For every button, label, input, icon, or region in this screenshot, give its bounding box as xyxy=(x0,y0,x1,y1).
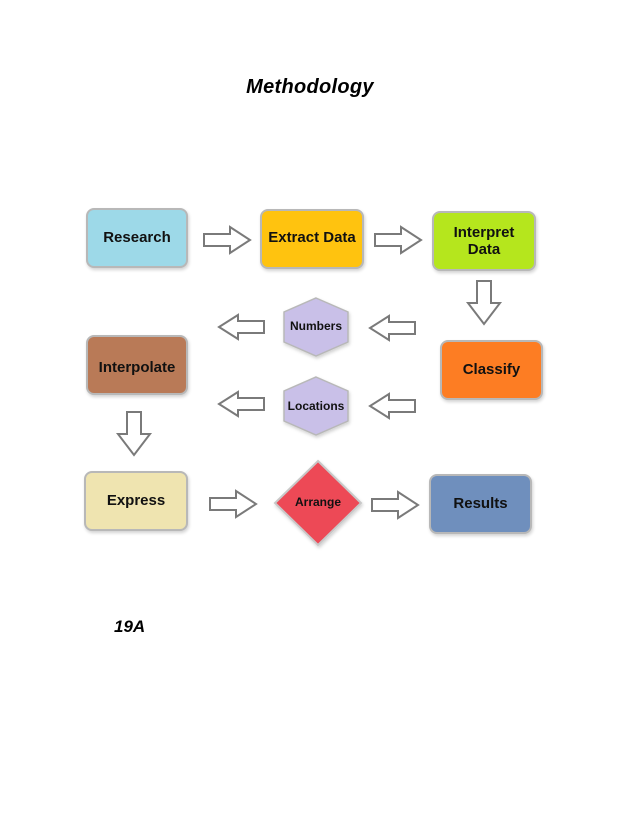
node-arrange: Arrange xyxy=(273,459,363,547)
arrow-down-icon xyxy=(465,280,503,326)
express-label: Express xyxy=(106,492,166,510)
arrange-label: Arrange xyxy=(295,495,341,509)
interpolate-label: Interpolate xyxy=(98,359,176,376)
node-locations: Locations xyxy=(283,376,349,436)
extract-data-label: Extract Data xyxy=(268,229,356,246)
arrow-left-icon xyxy=(368,314,416,342)
interpret-data-label-line2: Data xyxy=(467,241,501,258)
node-results: Results xyxy=(429,474,532,534)
arrows xyxy=(115,225,503,520)
arrange-diamond xyxy=(273,459,363,547)
arrow-left-icon xyxy=(217,313,265,341)
arrow-left-icon xyxy=(217,390,265,418)
research-label: Research xyxy=(103,229,171,247)
locations-label: Locations xyxy=(288,399,345,413)
numbers-hexagon xyxy=(283,297,349,357)
node-classify: Classify xyxy=(440,340,543,400)
locations-hexagon xyxy=(283,376,349,436)
arrow-right-icon xyxy=(374,225,423,255)
arrow-down-icon xyxy=(115,411,153,457)
node-interpret-data: Interpret Data xyxy=(432,211,536,271)
arrow-left-icon xyxy=(368,392,416,420)
arrow-right-icon xyxy=(209,489,258,519)
arrow-right-icon xyxy=(203,225,252,255)
node-research: Research xyxy=(86,208,188,268)
arrow-right-icon xyxy=(371,490,420,520)
node-interpolate: Interpolate xyxy=(86,335,188,395)
node-express: Express xyxy=(84,471,188,531)
results-label: Results xyxy=(453,495,508,513)
page-title: Methodology xyxy=(246,76,374,98)
interpret-data-label-line1: Interpret xyxy=(453,223,515,241)
node-extract-data: Extract Data xyxy=(260,209,364,269)
node-numbers: Numbers xyxy=(283,297,349,357)
page-number: 19A xyxy=(114,617,146,636)
classify-label: Classify xyxy=(462,361,521,379)
numbers-label: Numbers xyxy=(290,319,342,333)
